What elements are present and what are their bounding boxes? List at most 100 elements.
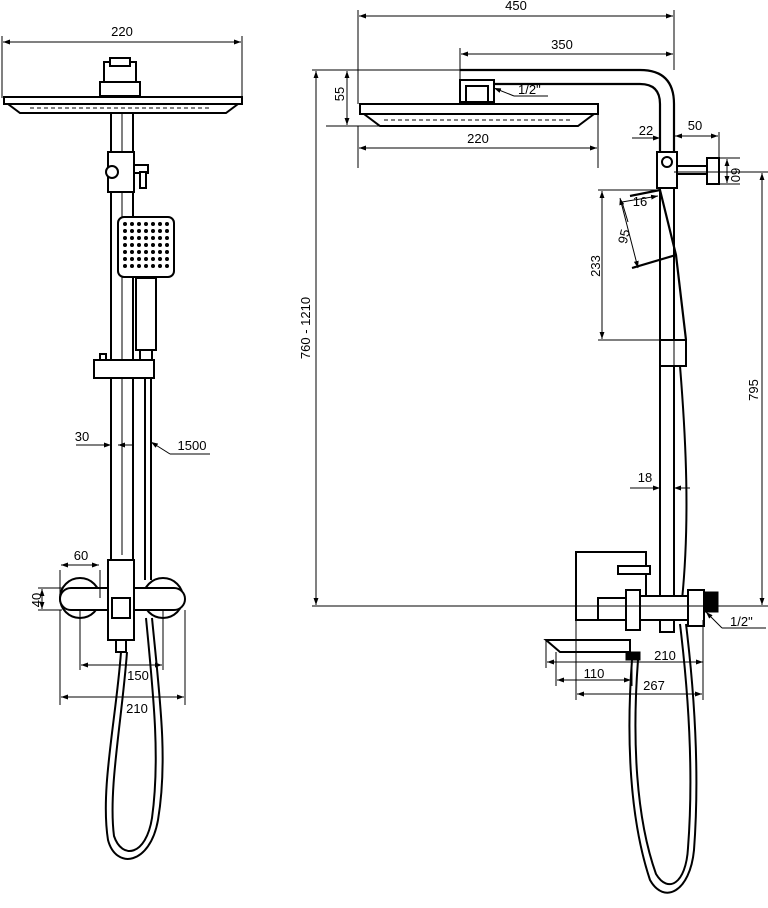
dim-side-mixer-depth: 267 (575, 620, 704, 700)
label-bracket-height: 60 (728, 168, 743, 182)
dim-side-holder-angle: 16 (621, 194, 659, 223)
dim-side-arm-reach: 350 (459, 37, 673, 80)
label-thread-top: 1/2" (518, 82, 541, 97)
nozzle-dot (151, 264, 155, 268)
label-spout-reach: 110 (584, 666, 605, 681)
label-mixer-width: 210 (126, 701, 148, 716)
nozzle-dot (165, 250, 169, 254)
nozzle-dot (144, 257, 148, 261)
hand-shower (117, 216, 175, 361)
nozzle-dot (130, 222, 134, 226)
dim-front-hose-length: 1500 (150, 438, 210, 455)
label-handshower-len: 95 (615, 228, 633, 246)
nozzle-dot (130, 243, 134, 247)
label-thread-bottom: 1/2" (730, 614, 753, 629)
side-slide-holder (659, 339, 687, 367)
label-mixer-depth: 267 (643, 678, 665, 693)
label-side-head-width: 220 (467, 131, 489, 146)
hand-shower-nozzles (123, 222, 169, 268)
shower-arm (459, 68, 676, 160)
nozzle-dot (123, 243, 127, 247)
dim-front-escutcheon-width: 60 (59, 548, 101, 598)
nozzle-dot (144, 243, 148, 247)
dim-front-rail-width: 30 (75, 429, 133, 448)
label-arm-reach: 350 (551, 37, 573, 52)
nozzle-dot (123, 250, 127, 254)
dim-side-rail-diameter: 18 (630, 470, 690, 491)
nozzle-dot (130, 257, 134, 261)
nozzle-dot (144, 222, 148, 226)
nozzle-dot (158, 264, 162, 268)
nozzle-dot (144, 236, 148, 240)
dim-side-bracket-depth: 50 (675, 118, 720, 158)
side-riser (659, 159, 675, 631)
dim-side-height-range: 760 - 1210 (298, 71, 768, 607)
shower-hose (104, 617, 164, 860)
label-upper-rail: 795 (746, 379, 761, 401)
label-height-range: 760 - 1210 (298, 297, 313, 359)
wall-bracket-top (656, 151, 720, 189)
nozzle-dot (165, 229, 169, 233)
side-rain-head (359, 103, 599, 127)
nozzle-dot (137, 257, 141, 261)
label-head-width: 220 (111, 24, 133, 39)
diverter-bracket (105, 151, 149, 193)
bath-mixer (59, 559, 186, 653)
dim-side-upper-rail: 795 (674, 171, 768, 605)
side-hose (628, 623, 698, 894)
nozzle-dot (123, 257, 127, 261)
rain-shower-head (3, 57, 243, 114)
dim-side-head-height: 55 (312, 69, 460, 127)
label-holder-angle: 16 (633, 194, 647, 209)
nozzle-dot (151, 222, 155, 226)
side-view: 450 350 55 1/2" 220 (298, 0, 768, 894)
nozzle-dot (165, 236, 169, 240)
nozzle-dot (137, 236, 141, 240)
nozzle-dot (130, 250, 134, 254)
nozzle-dot (165, 222, 169, 226)
label-pipe-offset: 22 (639, 123, 653, 138)
dim-side-pipe-offset: 22 (632, 123, 660, 141)
dim-front-mixer-width: 210 (59, 610, 186, 716)
nozzle-dot (137, 222, 141, 226)
nozzle-dot (144, 250, 148, 254)
label-holder-span: 233 (588, 255, 603, 277)
slide-holder (93, 353, 155, 379)
nozzle-dot (123, 229, 127, 233)
dim-side-thread-top: 1/2" (493, 82, 548, 97)
label-spout-depth: 210 (654, 648, 676, 663)
label-bracket-depth: 50 (688, 118, 702, 133)
label-hose-length: 1500 (178, 438, 207, 453)
label-total-reach: 450 (505, 0, 527, 13)
nozzle-dot (123, 222, 127, 226)
label-rail-diameter: 18 (638, 470, 652, 485)
dim-side-spout-depth: 210 (545, 640, 703, 668)
nozzle-dot (144, 264, 148, 268)
dim-side-holder-span: 233 (588, 189, 660, 341)
nozzle-dot (151, 250, 155, 254)
nozzle-dot (158, 236, 162, 240)
dim-front-inlet-spacing: 150 (79, 610, 164, 683)
nozzle-dot (151, 236, 155, 240)
dim-side-handshower-len: 95 (615, 197, 639, 269)
nozzle-dot (158, 250, 162, 254)
nozzle-dot (165, 243, 169, 247)
label-escutcheon-width: 60 (74, 548, 88, 563)
dim-side-total-reach: 450 (357, 0, 675, 104)
front-view: 220 30 1500 60 40 (1, 24, 243, 860)
nozzle-dot (144, 229, 148, 233)
nozzle-dot (158, 229, 162, 233)
nozzle-dot (158, 222, 162, 226)
nozzle-dot (165, 257, 169, 261)
label-escutcheon-height: 40 (29, 593, 44, 607)
nozzle-dot (151, 257, 155, 261)
dim-side-spout-reach: 110 (555, 652, 633, 686)
dim-front-escutcheon-height: 40 (29, 587, 62, 611)
nozzle-dot (130, 264, 134, 268)
dim-front-head-width: 220 (1, 24, 243, 98)
nozzle-dot (130, 229, 134, 233)
dim-side-bracket-height: 60 (719, 157, 743, 185)
side-hand-shower (629, 188, 688, 341)
nozzle-dot (151, 229, 155, 233)
